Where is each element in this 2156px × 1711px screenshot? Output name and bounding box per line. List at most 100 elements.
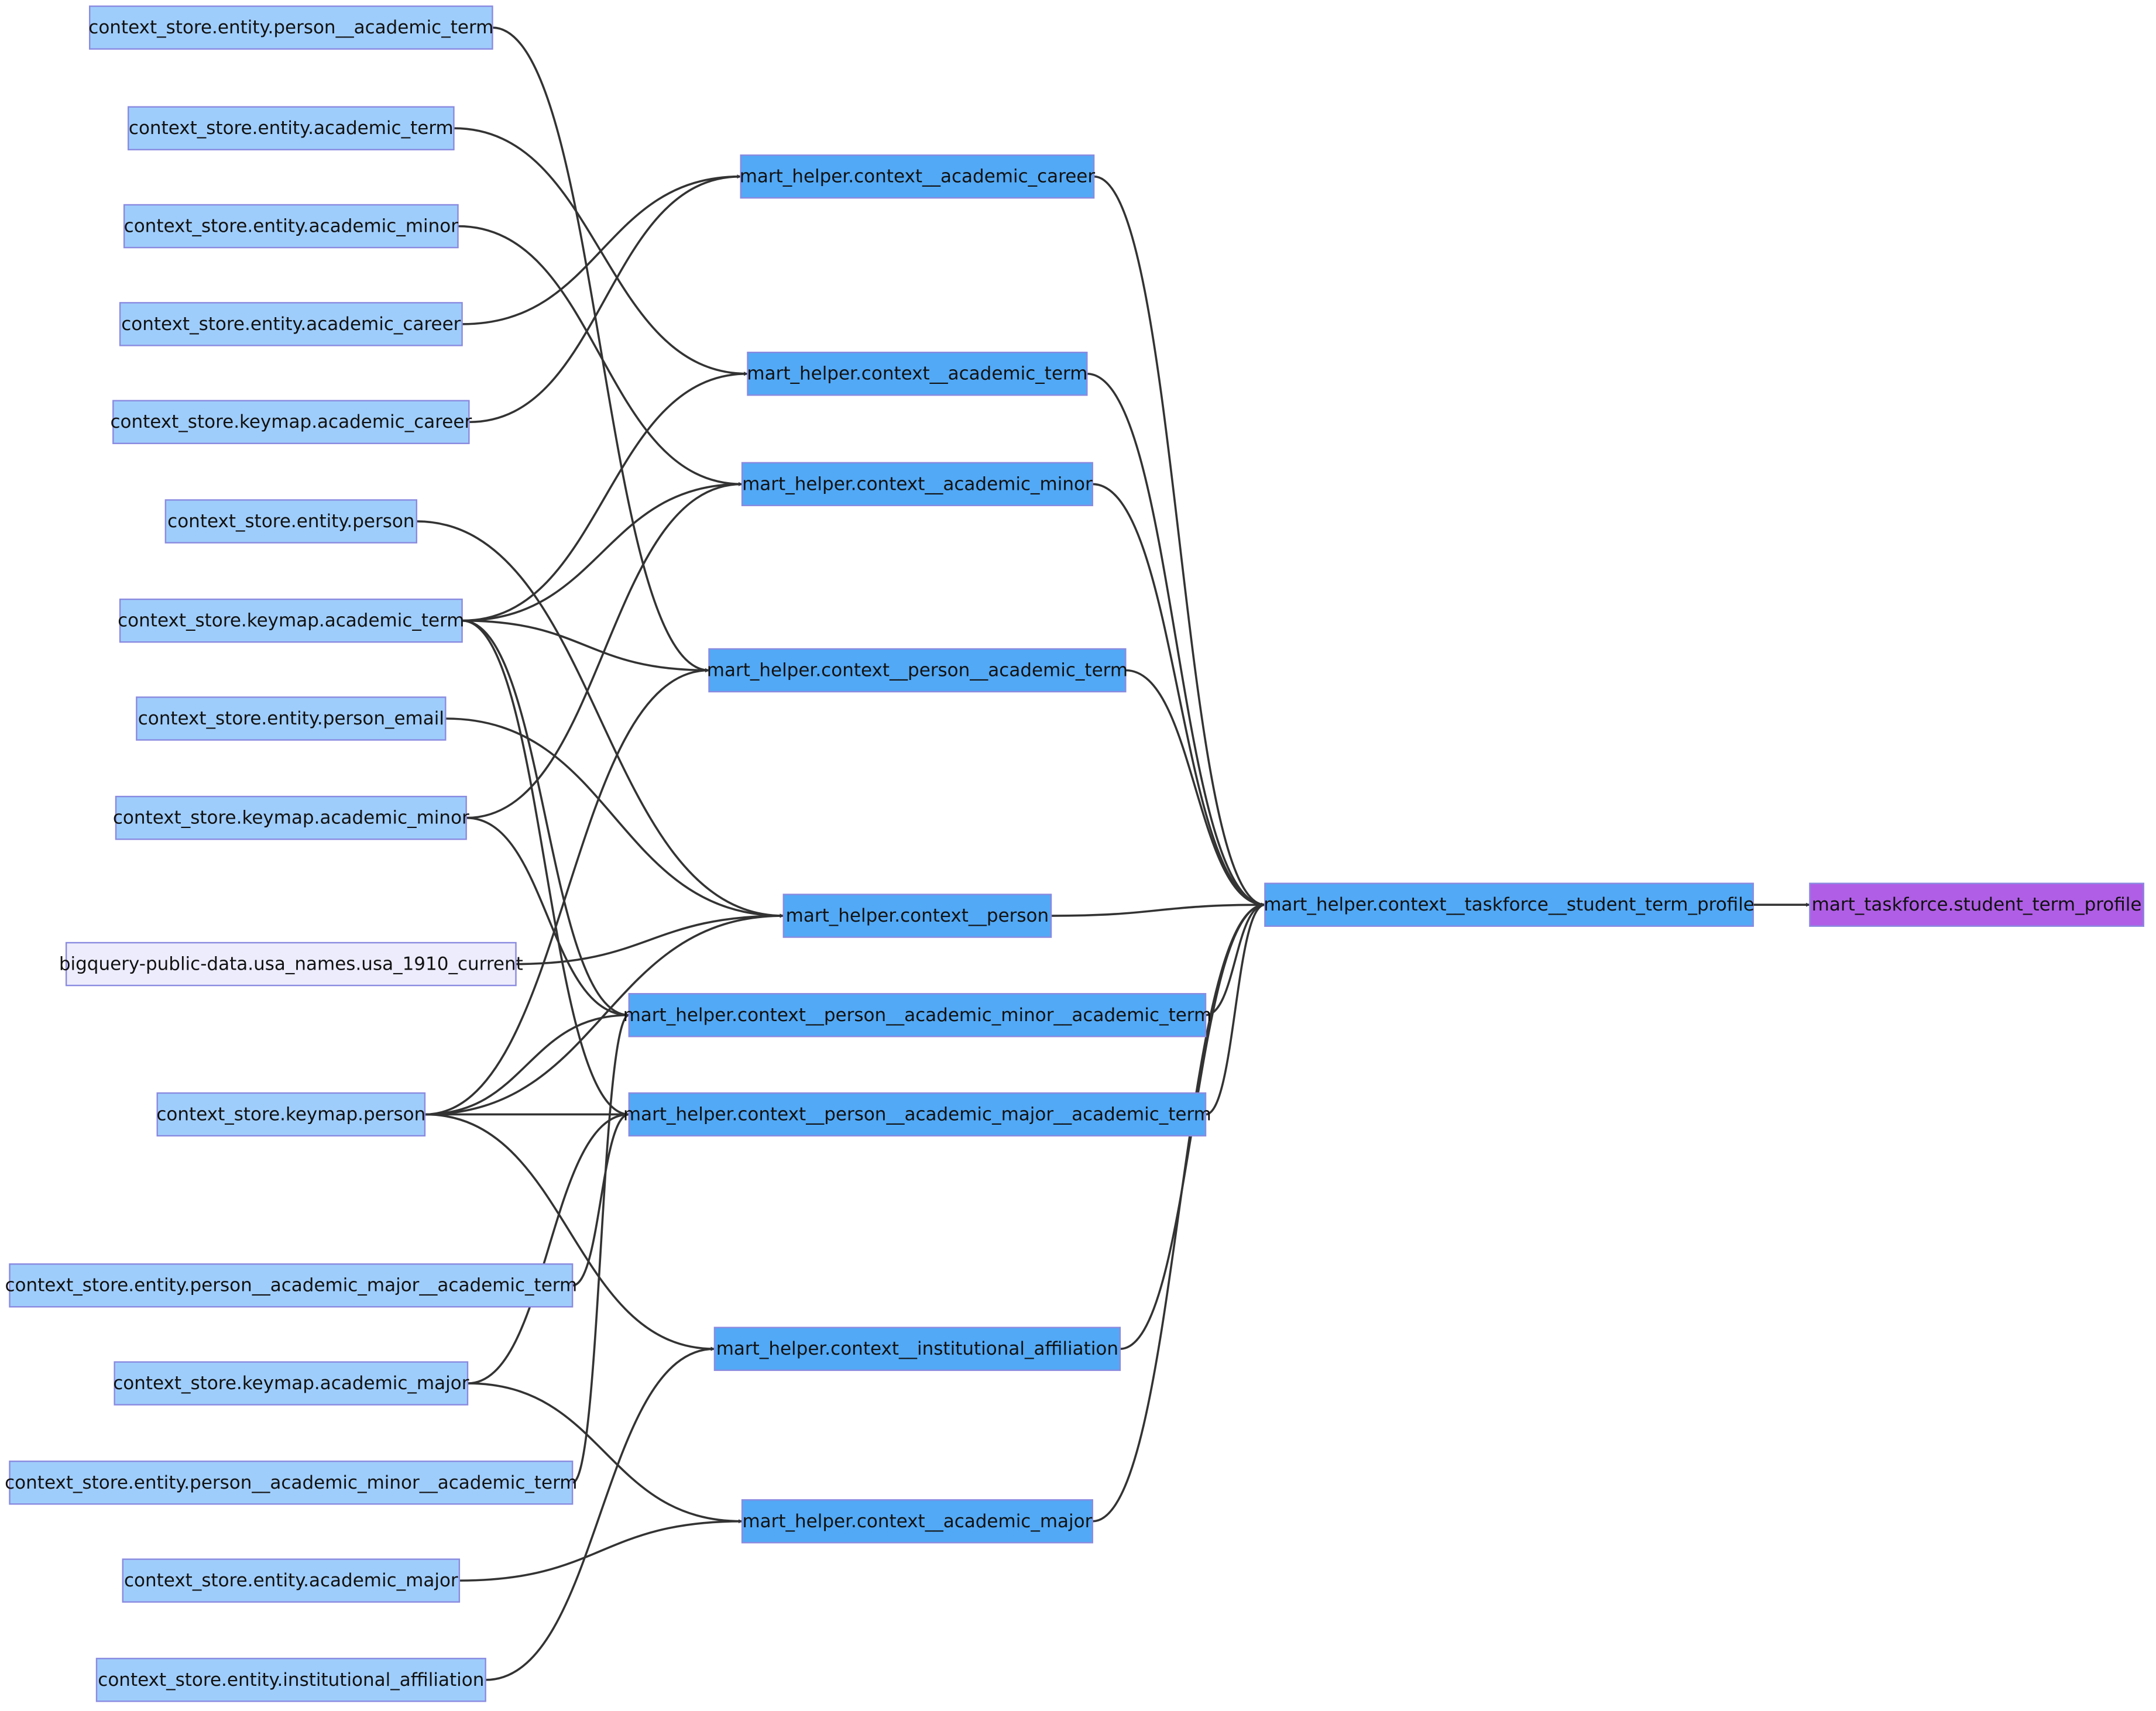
node-box [782, 894, 1052, 938]
nodes-layer: context_store.entity.person__academic_te… [5, 5, 2144, 1702]
node-context-store-entity-institutional-affiliation[interactable]: context_store.entity.institutional_affil… [95, 1658, 486, 1702]
edge-s10-to-m5 [516, 913, 784, 966]
node-box [112, 400, 470, 444]
node-context-store-keymap-academic-minor[interactable]: context_store.keymap.academic_minor [113, 795, 469, 840]
node-context-store-entity-person-email[interactable]: context_store.entity.person_email [136, 696, 447, 741]
node-label: mart_helper.context__academic_term [747, 363, 1087, 384]
edge-s1-to-m4 [492, 26, 710, 672]
node-mart-helper-context-taskforce-student-term-profile[interactable]: mart_helper.context__taskforce__student_… [1264, 882, 1755, 927]
node-context-store-entity-person[interactable]: context_store.entity.person [164, 499, 418, 544]
node-box [741, 1499, 1093, 1544]
node-context-store-entity-academic-major[interactable]: context_store.entity.academic_major [122, 1558, 461, 1603]
node-mart-helper-context-academic-career[interactable]: mart_helper.context__academic_career [740, 154, 1096, 199]
node-box [122, 1558, 461, 1603]
node-label: mart_helper.context__academic_minor [742, 473, 1093, 494]
edges-layer [416, 26, 1811, 1681]
node-mart-helper-context-academic-major[interactable]: mart_helper.context__academic_major [741, 1499, 1093, 1544]
node-bigquery-public-data-usa-names-usa-1910-current[interactable]: bigquery-public-data.usa_names.usa_1910_… [59, 942, 523, 987]
node-box [747, 352, 1088, 396]
node-mart-helper-context-institutional-affiliation[interactable]: mart_helper.context__institutional_affil… [713, 1327, 1121, 1371]
edge-m6-to-t1 [1205, 902, 1266, 1016]
edge-s7-to-m2 [462, 372, 749, 622]
edge-m3-to-t1 [1092, 483, 1266, 907]
edge-s11-to-m8 [424, 1113, 715, 1351]
node-label: context_store.keymap.academic_major [113, 1373, 469, 1394]
node-label: context_store.keymap.person [156, 1104, 425, 1125]
node-context-store-entity-academic-career[interactable]: context_store.entity.academic_career [119, 302, 463, 346]
node-context-store-keymap-academic-career[interactable]: context_store.keymap.academic_career [110, 400, 472, 444]
node-context-store-keymap-academic-term[interactable]: context_store.keymap.academic_term [118, 598, 465, 643]
node-context-store-entity-person-academic-major-academic-term[interactable]: context_store.entity.person__academic_ma… [5, 1263, 577, 1308]
node-box [123, 204, 459, 249]
node-box [128, 106, 455, 150]
edge-s13-to-m9 [468, 1382, 743, 1524]
node-context-store-keymap-person[interactable]: context_store.keymap.person [156, 1092, 426, 1137]
node-label: context_store.entity.person [167, 511, 414, 532]
edge-s3-to-m3 [458, 225, 743, 486]
edge-s11-to-m4 [424, 668, 710, 1116]
edge-m2-to-t1 [1087, 372, 1266, 907]
node-context-store-entity-academic-minor[interactable]: context_store.entity.academic_minor [123, 204, 459, 249]
node-box [136, 696, 447, 741]
edge-s7-to-m3 [462, 482, 743, 622]
node-label: mart_helper.context__person__academic_ma… [623, 1104, 1211, 1125]
node-box [9, 1461, 574, 1505]
edge-s7-to-m4 [462, 619, 710, 672]
node-box [119, 598, 463, 643]
node-box [713, 1327, 1121, 1371]
node-mart-helper-context-academic-term[interactable]: mart_helper.context__academic_term [747, 352, 1088, 396]
edge-s11-to-m6 [424, 1013, 630, 1116]
edge-s8-to-m5 [445, 717, 784, 918]
node-box [164, 499, 418, 544]
node-label: context_store.entity.academic_career [121, 314, 461, 335]
node-mart-helper-context-academic-minor[interactable]: mart_helper.context__academic_minor [741, 462, 1093, 507]
node-mart-helper-context-person[interactable]: mart_helper.context__person [782, 894, 1052, 938]
node-label: mart_helper.context__person__academic_te… [707, 660, 1128, 681]
edge-m7-to-t1 [1205, 902, 1266, 1116]
edge-s11-to-m5 [424, 913, 784, 1116]
node-mart-helper-context-person-academic-term[interactable]: mart_helper.context__person__academic_te… [707, 648, 1128, 693]
edge-m4-to-t1 [1125, 669, 1266, 907]
node-label: context_store.entity.academic_major [124, 1570, 458, 1591]
node-label: context_store.entity.academic_minor [124, 216, 459, 237]
edge-s16-to-m8 [485, 1346, 715, 1681]
edge-s12-to-m7 [572, 1112, 630, 1287]
node-box [156, 1092, 426, 1137]
node-box [1809, 882, 2144, 927]
node-box [89, 5, 493, 50]
edge-m1-to-t1 [1094, 175, 1266, 907]
edge-s2-to-m2 [454, 127, 749, 376]
node-box [9, 1263, 574, 1308]
node-context-store-entity-academic-term[interactable]: context_store.entity.academic_term [128, 106, 455, 150]
node-label: mart_helper.context__institutional_affil… [716, 1338, 1118, 1359]
edge-s9-to-m3 [466, 482, 743, 819]
node-context-store-keymap-academic-major[interactable]: context_store.keymap.academic_major [113, 1361, 469, 1406]
node-label: mart_helper.context__taskforce__student_… [1264, 894, 1755, 915]
node-box [65, 942, 517, 987]
node-label: context_store.entity.person_email [138, 708, 444, 729]
edge-s7-to-m6 [462, 619, 630, 1018]
node-label: mart_taskforce.student_term_profile [1812, 894, 2142, 915]
node-box [95, 1658, 486, 1702]
node-mart-helper-context-person-academic-major-academic-term[interactable]: mart_helper.context__person__academic_ma… [623, 1092, 1211, 1137]
node-box [708, 648, 1127, 693]
node-label: bigquery-public-data.usa_names.usa_1910_… [59, 954, 523, 975]
node-mart-taskforce-student-term-profile[interactable]: mart_taskforce.student_term_profile [1809, 882, 2144, 927]
node-label: context_store.entity.person__academic_mi… [5, 1472, 577, 1493]
node-label: context_store.entity.institutional_affil… [98, 1669, 484, 1691]
node-box [114, 1361, 469, 1406]
node-mart-helper-context-person-academic-minor-academic-term[interactable]: mart_helper.context__person__academic_mi… [623, 993, 1212, 1037]
node-box [740, 154, 1095, 199]
node-label: context_store.keymap.academic_minor [113, 808, 469, 829]
node-context-store-entity-person-academic-minor-academic-term[interactable]: context_store.entity.person__academic_mi… [5, 1461, 578, 1505]
edge-m9-to-t1 [1092, 902, 1266, 1523]
node-context-store-entity-person-academic-term[interactable]: context_store.entity.person__academic_te… [88, 5, 493, 50]
node-label: context_store.entity.person__academic_ma… [5, 1275, 577, 1296]
node-box [628, 1092, 1207, 1137]
edge-m5-to-t1 [1051, 902, 1266, 917]
edge-s7-to-m7 [462, 619, 630, 1116]
edge-s14-to-m6 [572, 1013, 630, 1484]
node-box [741, 462, 1093, 507]
node-box [119, 302, 463, 346]
